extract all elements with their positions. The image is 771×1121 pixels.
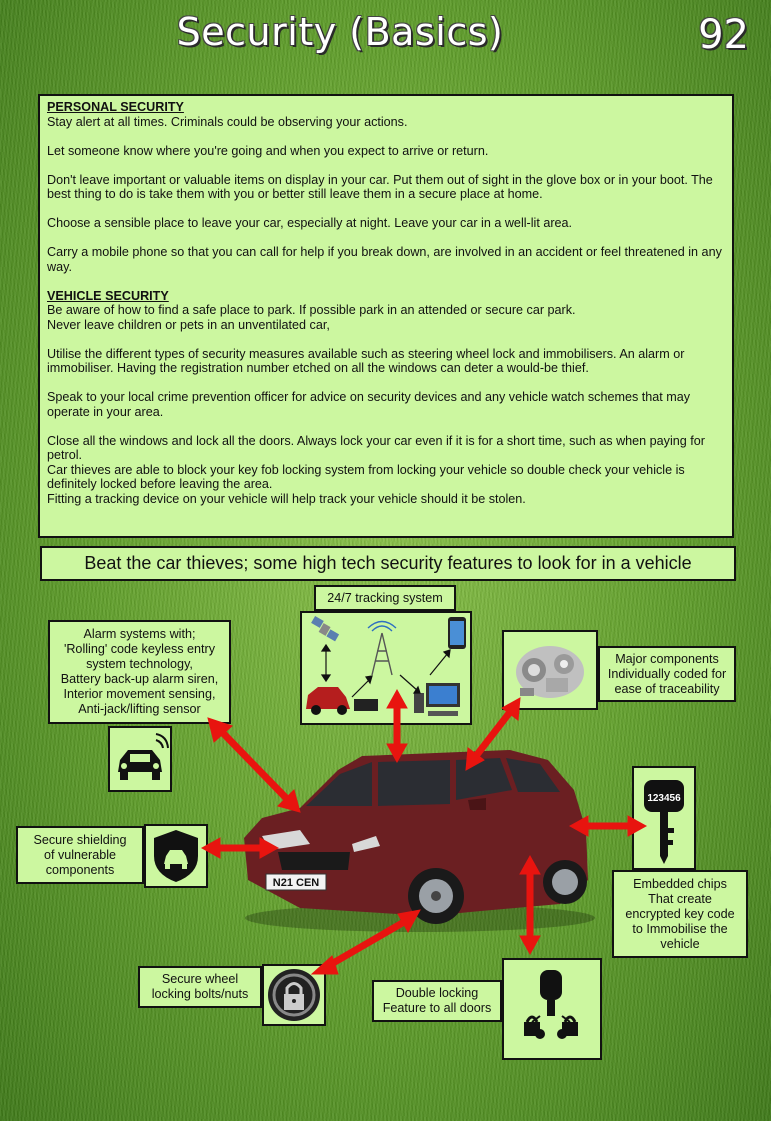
arrow-shielding — [200, 837, 280, 859]
license-plate: N21 CEN — [273, 877, 320, 889]
double-locking-image — [502, 958, 602, 1060]
tracker-unit-icon — [354, 699, 378, 711]
paragraph: Never leave children or pets in an unven… — [47, 317, 330, 332]
paragraph: Fitting a tracking device on your vehicl… — [47, 491, 526, 506]
label-line: Individually coded for — [607, 666, 727, 681]
label-line: locking bolts/nuts — [151, 987, 249, 1001]
satellite-icon — [311, 615, 340, 642]
wheel-bolts-label: Secure wheel locking bolts/nuts — [138, 966, 262, 1008]
shielding-label: Secure shielding of vulnerable component… — [16, 826, 144, 884]
chips-label: Embedded chips That create encrypted key… — [612, 870, 748, 958]
car-icon — [306, 687, 350, 715]
label-line: of vulnerable — [43, 847, 117, 862]
paragraph: Stay alert at all times. Criminals could… — [47, 114, 408, 129]
label-line: Anti-jack/lifting sensor — [78, 702, 201, 716]
label-line: Battery back-up alarm siren, — [60, 672, 219, 686]
label-line: Alarm systems with; — [83, 627, 196, 641]
arrow-double-locking — [519, 854, 541, 956]
label-line: Major components — [615, 651, 719, 666]
alarm-label: Alarm systems with; 'Rolling' code keyle… — [48, 620, 231, 724]
key-chip-image: 123456 — [632, 766, 696, 870]
paragraph: Choose a sensible place to leave your ca… — [47, 216, 573, 230]
personal-security-heading: PERSONAL SECURITY — [47, 100, 184, 114]
smartphone-icon — [448, 617, 466, 649]
security-text-box: PERSONAL SECURITY Stay alert at all time… — [38, 94, 734, 538]
key-icon — [644, 780, 684, 864]
label-line: ease of traceability — [614, 681, 720, 696]
label-line: system technology, — [86, 657, 193, 671]
radio-tower-icon — [367, 620, 397, 676]
label-line: 'Rolling' code keyless entry — [63, 642, 216, 656]
key-code-text: 123456 — [647, 793, 681, 804]
paragraph: Utilise the different types of security … — [47, 346, 685, 376]
padlock-wheel-icon — [268, 969, 320, 1021]
page-number: 92 — [698, 12, 749, 58]
paragraph: Don't leave important or valuable items … — [47, 172, 713, 202]
paragraph: Speak to your local crime prevention off… — [47, 390, 691, 419]
page-title: Security (Basics) — [176, 10, 504, 54]
arrow-chips — [568, 815, 648, 837]
car-alarm-icon — [118, 733, 169, 780]
shield-car-icon — [154, 830, 198, 882]
label-line: vehicle — [660, 936, 700, 951]
label-line: Double locking — [395, 986, 479, 1000]
tracking-label: 24/7 tracking system — [314, 585, 456, 611]
label-line: Secure wheel — [161, 972, 239, 986]
vehicle-security-heading: VEHICLE SECURITY — [47, 288, 169, 303]
arrows — [200, 688, 648, 975]
label-line: Secure shielding — [33, 832, 127, 847]
double-locking-label: Double locking Feature to all doors — [372, 980, 502, 1022]
paragraph: Be aware of how to find a safe place to … — [47, 303, 576, 317]
paragraph: Car thieves are able to block your key f… — [47, 462, 685, 492]
components-image — [502, 630, 598, 710]
car-illustration: N21 CEN — [244, 750, 595, 932]
computer-icon — [414, 683, 460, 716]
label-line: to Immobilise the — [632, 921, 728, 936]
alarm-image — [108, 726, 172, 792]
paragraph: Close all the windows and lock all the d… — [47, 433, 705, 463]
features-banner: Beat the car thieves; some high tech sec… — [40, 546, 736, 581]
arrow-components — [465, 697, 521, 771]
arrow-tracking — [386, 688, 408, 764]
shielding-image — [144, 824, 208, 888]
paragraph: Let someone know where you're going and … — [47, 143, 489, 158]
label-line: That create — [648, 891, 712, 906]
label-line: Interior movement sensing, — [63, 687, 216, 701]
arrow-alarm — [207, 717, 301, 813]
key-fob-icon — [524, 970, 578, 1039]
paragraph: Carry a mobile phone so that you can cal… — [47, 245, 722, 274]
label-line: encrypted key code — [625, 906, 735, 921]
components-label: Major components Individually coded for … — [598, 646, 736, 702]
label-line: Embedded chips — [633, 876, 727, 891]
engine-icon — [516, 646, 584, 698]
label-line: components — [45, 862, 115, 877]
arrow-wheel — [310, 909, 421, 975]
label-line: Feature to all doors — [382, 1001, 492, 1015]
tracking-image — [300, 611, 472, 725]
